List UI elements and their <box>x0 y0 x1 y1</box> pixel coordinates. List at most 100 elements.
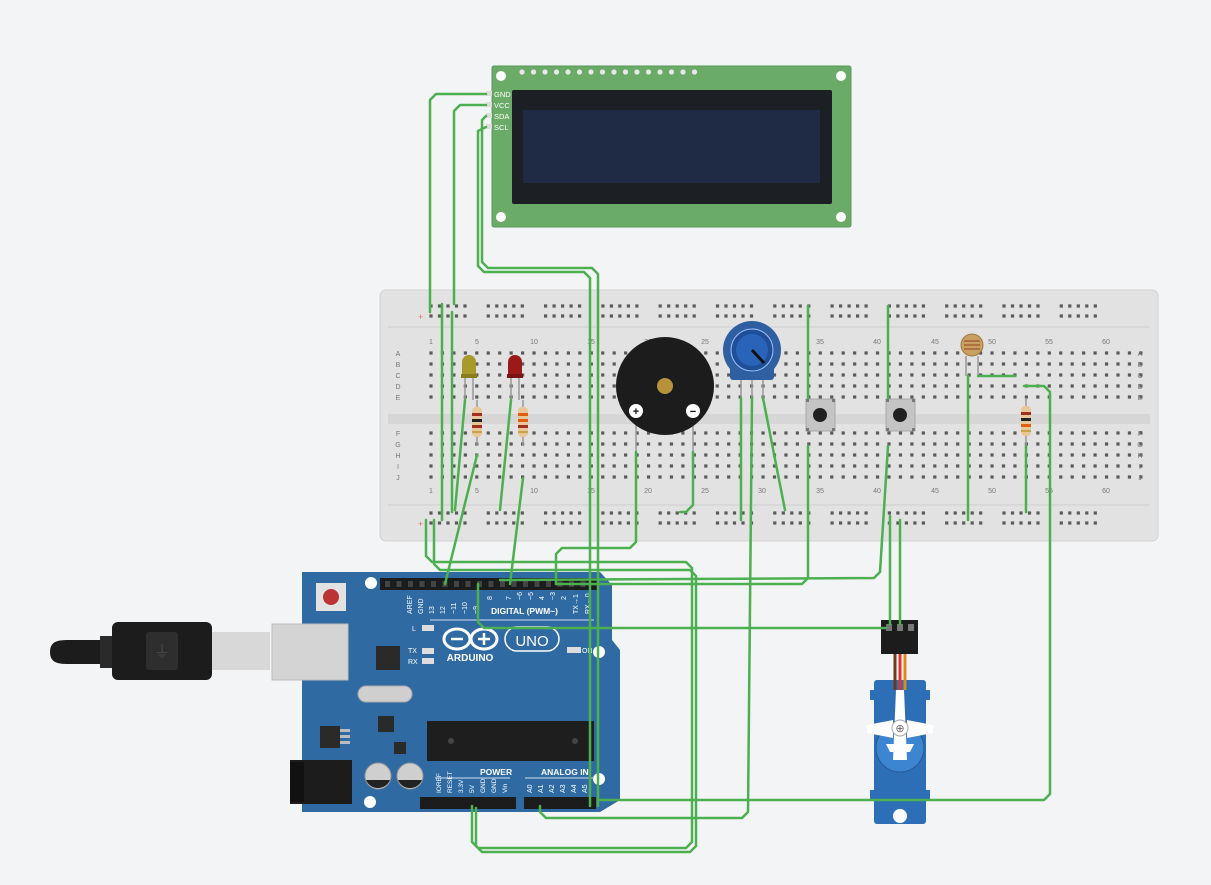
breadboard-rail-hole[interactable] <box>446 521 450 525</box>
breadboard-hole[interactable] <box>566 362 570 366</box>
breadboard-hole[interactable] <box>555 351 559 355</box>
breadboard-hole[interactable] <box>715 431 719 435</box>
arduino-uno[interactable]: AREF GND 13 12 ~11 ~10 ~9 8 7 ~6 ~5 4 ~3… <box>271 572 620 812</box>
breadboard-hole[interactable] <box>875 431 880 435</box>
breadboard-rail-hole[interactable] <box>741 314 745 318</box>
breadboard-hole[interactable] <box>475 362 479 366</box>
breadboard-hole[interactable] <box>979 395 983 399</box>
breadboard-hole[interactable] <box>646 442 651 446</box>
breadboard-hole[interactable] <box>612 351 616 355</box>
breadboard-hole[interactable] <box>898 453 903 457</box>
breadboard-rail-hole[interactable] <box>864 521 868 525</box>
breadboard-hole[interactable] <box>784 475 788 479</box>
breadboard-rail-hole[interactable] <box>781 521 785 525</box>
breadboard-hole[interactable] <box>1059 475 1063 479</box>
breadboard-rail-hole[interactable] <box>839 314 843 318</box>
breadboard-hole[interactable] <box>898 373 903 377</box>
breadboard-rail-hole[interactable] <box>962 511 966 515</box>
breadboard-hole[interactable] <box>566 373 570 377</box>
breadboard-hole[interactable] <box>784 351 788 355</box>
breadboard-rail-hole[interactable] <box>437 521 442 525</box>
breadboard-hole[interactable] <box>521 362 525 366</box>
breadboard-hole[interactable] <box>910 362 914 366</box>
breadboard-hole[interactable] <box>589 395 593 399</box>
breadboard-hole[interactable] <box>990 475 994 479</box>
breadboard-rail-hole[interactable] <box>798 314 802 318</box>
breadboard-hole[interactable] <box>635 442 639 446</box>
breadboard-hole[interactable] <box>898 431 903 435</box>
breadboard-hole[interactable] <box>727 384 731 388</box>
breadboard-hole[interactable] <box>555 464 559 468</box>
breadboard-hole[interactable] <box>1024 362 1028 366</box>
breadboard-hole[interactable] <box>715 373 719 377</box>
breadboard-hole[interactable] <box>429 464 433 468</box>
breadboard-hole[interactable] <box>555 395 559 399</box>
breadboard-hole[interactable] <box>704 475 708 479</box>
breadboard-rail-hole[interactable] <box>512 521 516 525</box>
breadboard-hole[interactable] <box>589 453 593 457</box>
breadboard-hole[interactable] <box>1093 395 1097 399</box>
breadboard-hole[interactable] <box>853 351 857 355</box>
breadboard-rail-hole[interactable] <box>790 521 794 525</box>
breadboard-hole[interactable] <box>875 464 880 468</box>
breadboard-rail-hole[interactable] <box>1027 521 1032 525</box>
breadboard-hole[interactable] <box>738 395 742 399</box>
breadboard-hole[interactable] <box>509 464 513 468</box>
breadboard-hole[interactable] <box>921 431 925 435</box>
breadboard-hole[interactable] <box>1139 395 1143 399</box>
breadboard-hole[interactable] <box>772 395 777 399</box>
breadboard-rail-hole[interactable] <box>724 511 728 515</box>
breadboard-hole[interactable] <box>933 442 937 446</box>
breadboard-hole[interactable] <box>452 442 456 446</box>
breadboard-rail-hole[interactable] <box>773 521 777 525</box>
breadboard-hole[interactable] <box>658 475 662 479</box>
breadboard-hole[interactable] <box>933 453 937 457</box>
breadboard-hole[interactable] <box>578 351 582 355</box>
breadboard-hole[interactable] <box>452 464 456 468</box>
breadboard-hole[interactable] <box>921 373 925 377</box>
breadboard-rail-hole[interactable] <box>667 304 671 308</box>
breadboard-hole[interactable] <box>1082 464 1086 468</box>
breadboard-hole[interactable] <box>452 362 456 366</box>
breadboard-rail-hole[interactable] <box>715 521 720 525</box>
breadboard-hole[interactable] <box>818 442 822 446</box>
breadboard-hole[interactable] <box>1059 395 1063 399</box>
breadboard-hole[interactable] <box>1013 442 1017 446</box>
digital-header-pin[interactable] <box>523 581 528 587</box>
breadboard-rail-hole[interactable] <box>552 511 556 515</box>
breadboard-hole[interactable] <box>1001 351 1006 355</box>
breadboard-rail-hole[interactable] <box>732 511 737 515</box>
breadboard-rail-hole[interactable] <box>569 521 573 525</box>
breadboard-rail-hole[interactable] <box>741 304 745 308</box>
breadboard-hole[interactable] <box>1013 464 1017 468</box>
breadboard-rail-hole[interactable] <box>495 304 499 308</box>
breadboard-hole[interactable] <box>979 453 983 457</box>
breadboard-hole[interactable] <box>772 373 777 377</box>
breadboard-hole[interactable] <box>1047 362 1051 366</box>
breadboard-rail-hole[interactable] <box>569 314 573 318</box>
breadboard-rail-hole[interactable] <box>463 511 467 515</box>
breadboard-rail-hole[interactable] <box>454 314 459 318</box>
breadboard-hole[interactable] <box>887 464 891 468</box>
breadboard-hole[interactable] <box>578 431 582 435</box>
breadboard-rail-hole[interactable] <box>962 304 966 308</box>
breadboard-rail-hole[interactable] <box>904 521 908 525</box>
breadboard-hole[interactable] <box>681 431 685 435</box>
breadboard-rail-hole[interactable] <box>503 511 507 515</box>
breadboard-hole[interactable] <box>543 384 548 388</box>
breadboard-hole[interactable] <box>1036 362 1040 366</box>
breadboard-hole[interactable] <box>1070 384 1074 388</box>
breadboard-rail-hole[interactable] <box>839 304 843 308</box>
breadboard-hole[interactable] <box>1059 351 1063 355</box>
breadboard-hole[interactable] <box>475 475 479 479</box>
breadboard-hole[interactable] <box>624 442 628 446</box>
breadboard-hole[interactable] <box>624 453 628 457</box>
breadboard-hole[interactable] <box>1001 384 1006 388</box>
breadboard-rail-hole[interactable] <box>724 314 728 318</box>
breadboard-rail-hole[interactable] <box>749 304 754 308</box>
breadboard-hole[interactable] <box>979 362 983 366</box>
breadboard-hole[interactable] <box>818 362 822 366</box>
piezo-buzzer[interactable]: + − <box>616 337 714 452</box>
breadboard-rail-hole[interactable] <box>684 314 688 318</box>
breadboard-rail-hole[interactable] <box>1019 304 1023 308</box>
